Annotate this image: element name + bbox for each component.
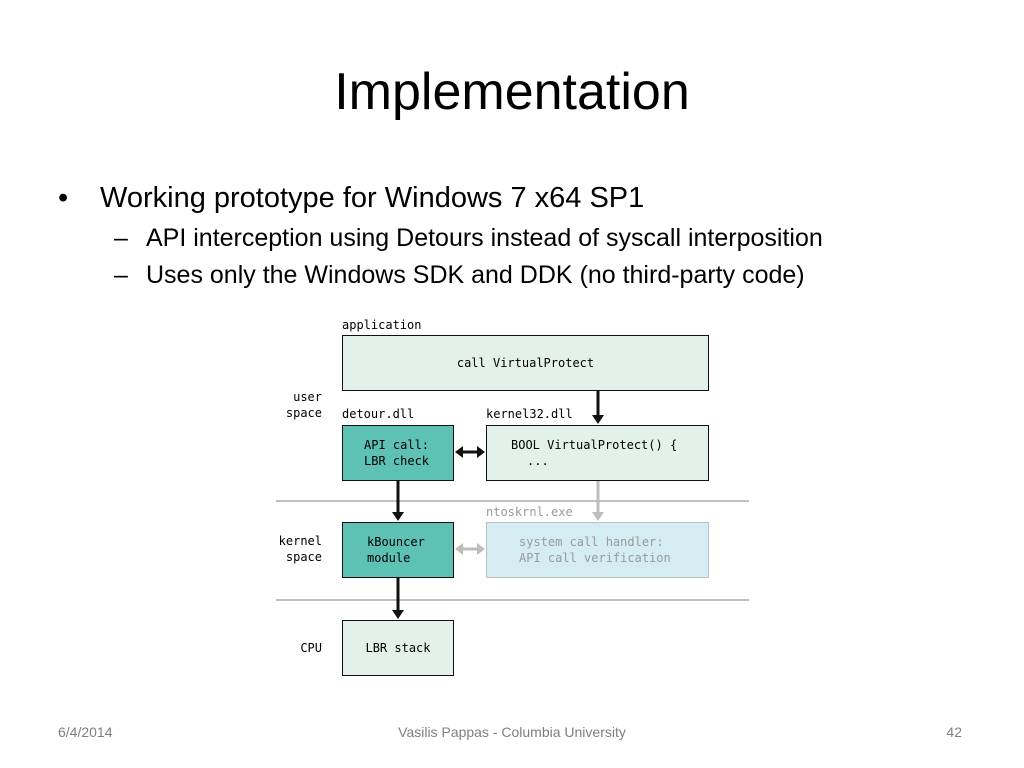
dash: – — [114, 224, 128, 252]
lbr-stack-text: LBR stack — [365, 641, 431, 655]
footer-date: 6/4/2014 — [58, 724, 113, 740]
virtualprotect-box: BOOL VirtualProtect() { ... — [486, 425, 709, 481]
sub-bullet-2-text: Uses only the Windows SDK and DDK (no th… — [146, 261, 805, 289]
application-box-text: call VirtualProtect — [456, 356, 595, 370]
lbr-stack-box: LBR stack — [342, 620, 454, 676]
virtualprotect-line-1: BOOL VirtualProtect() { — [511, 438, 678, 452]
kbouncer-line-2: module — [367, 551, 411, 565]
arrow-app-to-kernel32 — [592, 391, 604, 424]
syscall-handler-box: system call handler: API call verificati… — [486, 522, 709, 578]
label-space: space — [285, 406, 322, 420]
dash: – — [114, 261, 128, 289]
label-ntoskrnl-exe: ntoskrnl.exe — [486, 505, 573, 519]
kbouncer-box: kBouncer module — [342, 522, 454, 578]
bullet-text: Working prototype for Windows 7 x64 SP1 — [100, 182, 645, 214]
syscall-handler-line-1: system call handler: — [519, 535, 664, 549]
label-space: space — [285, 550, 322, 564]
label-user: user — [293, 390, 322, 404]
sub-bullet-1-text: API interception using Detours instead o… — [146, 224, 823, 252]
label-kernel32-dll: kernel32.dll — [486, 407, 573, 421]
api-call-box: API call: LBR check — [342, 425, 454, 481]
label-detour-dll: detour.dll — [342, 407, 415, 421]
label-cpu: CPU — [300, 641, 322, 655]
footer-author: Vasilis Pappas - Columbia University — [398, 724, 626, 740]
virtualprotect-line-2: ... — [527, 454, 549, 468]
label-kernel: kernel — [278, 534, 322, 548]
user-kernel-separator — [276, 500, 749, 502]
kernel-cpu-separator — [276, 599, 749, 601]
syscall-handler-line-2: API call verification — [519, 551, 671, 565]
slide-title: Implementation — [334, 63, 690, 121]
api-call-line-1: API call: — [364, 438, 430, 452]
kbouncer-line-1: kBouncer — [367, 535, 425, 549]
arrow-detour-kernel32 — [455, 446, 485, 458]
application-box: call VirtualProtect — [342, 335, 709, 391]
api-call-line-2: LBR check — [364, 454, 430, 468]
arrow-kbouncer-syscall — [455, 543, 485, 555]
bullet-dot: • — [58, 182, 69, 214]
label-application: application — [342, 318, 422, 332]
footer-page-number: 42 — [946, 724, 962, 740]
